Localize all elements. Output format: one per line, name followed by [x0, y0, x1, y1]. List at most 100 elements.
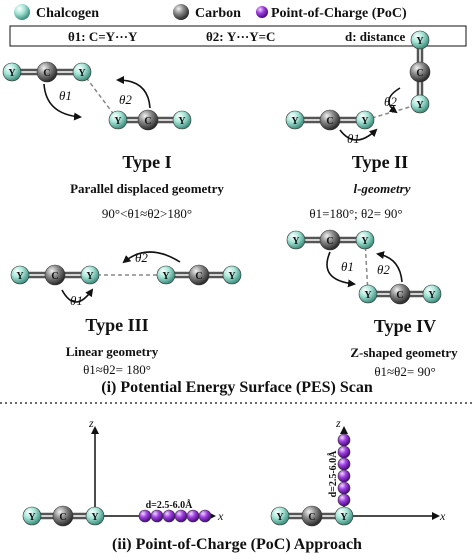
poc-x-point	[174, 509, 188, 523]
poc-label: Point-of-Charge (PoC)	[271, 6, 407, 21]
chalcogen-symbol: Y	[276, 512, 284, 523]
chalcogen-symbol: Y	[91, 512, 99, 523]
type4-geometry: Z-shaped geometry	[350, 345, 458, 360]
type2-title: Type II	[352, 152, 408, 172]
theta2-definition: θ2: Y···Y=C	[206, 29, 275, 44]
chalcogen-symbol: Y	[78, 68, 86, 79]
type1-caption: Type I Parallel displaced geometry 90°<θ…	[70, 152, 224, 221]
carbon-symbol: C	[416, 68, 423, 79]
pes-scan-title: (i) Potential Energy Surface (PES) Scan	[101, 379, 373, 396]
poc-right-carbon-atom: C	[301, 505, 323, 527]
type3-theta2-arrow	[122, 251, 181, 264]
chalcogen-symbol: Y	[114, 116, 122, 127]
poc-z-point	[337, 469, 351, 483]
chalcogen-symbol: Y	[428, 290, 436, 301]
poc-approach-title: (ii) Point-of-Charge (PoC) Approach	[112, 536, 362, 553]
type1-theta1-label: θ1	[59, 88, 72, 103]
type2-theta1-arrow	[339, 128, 378, 141]
carbon-symbol: C	[195, 271, 202, 282]
chalcogen-symbol: Y	[292, 236, 300, 247]
carbon-symbol: C	[43, 68, 50, 79]
chalcogen-symbol: Y	[416, 100, 424, 111]
poc-left-y-2-atom: Y	[85, 506, 105, 526]
type2-theta1-label: θ1	[347, 131, 360, 146]
type3-y-3-atom: Y	[156, 265, 176, 285]
type4-title: Type IV	[374, 316, 436, 336]
type2-y-top-atom: Y	[410, 30, 430, 50]
legend: Chalcogen Carbon Point-of-Charge (PoC) θ…	[9, 4, 467, 47]
chalcogen-label: Chalcogen	[36, 6, 99, 21]
type3-geometry: Linear geometry	[66, 344, 159, 359]
poc-x-point	[138, 509, 152, 523]
carbon-label: Carbon	[195, 6, 241, 21]
type2-carbon-atom: C	[319, 109, 341, 131]
poc-z-point	[337, 493, 351, 507]
type2-geometry: l-geometry	[353, 181, 410, 196]
distance-definition: d: distance	[345, 29, 406, 44]
type2-condition: θ1=180°; θ2= 90°	[309, 206, 402, 221]
carbon-symbol: C	[396, 290, 403, 301]
type1-theta2-label: θ2	[119, 92, 132, 107]
type3-theta1-label: θ1	[70, 293, 83, 308]
definitions-box	[9, 25, 467, 47]
carbon-symbol: C	[308, 512, 315, 523]
type3-condition: θ1≈θ2= 180°	[83, 362, 151, 377]
type4-carbon-2-atom: C	[389, 283, 411, 305]
type3-carbon-1-atom: C	[44, 264, 66, 286]
type2-theta2-label: θ2	[384, 94, 397, 109]
type1-carbon2-atom: C	[137, 109, 159, 131]
type4-carbon-1-atom: C	[319, 229, 341, 251]
left-x-label: x	[217, 509, 224, 523]
poc-left-y-1-atom: Y	[22, 506, 42, 526]
theta1-definition: θ1: C=Y···Y	[68, 29, 138, 44]
chalcogen-symbol: Y	[291, 116, 299, 127]
type1-y-right-atom: Y	[72, 62, 92, 82]
angle-arrows	[43, 76, 403, 303]
type1-theta1-arrow	[43, 83, 82, 121]
right-x-label: x	[439, 509, 446, 523]
chalcogen-symbol: Y	[162, 271, 170, 282]
type1-title: Type I	[122, 152, 171, 172]
type2-y-left-atom: Y	[285, 110, 305, 130]
type3-theta1-arrow	[61, 288, 94, 303]
type2-y-right-atom: Y	[355, 110, 375, 130]
type3-carbon-2-atom: C	[188, 264, 210, 286]
type4-condition: θ1≈θ2= 90°	[374, 364, 435, 379]
carbon-legend-icon	[173, 4, 189, 20]
type2-caption: Type II l-geometry θ1=180°; θ2= 90°	[309, 152, 410, 221]
right-distance-label: d=2.5-6.0Å	[327, 450, 339, 498]
chalcogen-legend-icon	[14, 4, 30, 20]
type4-y-3-atom: Y	[358, 284, 378, 304]
chalcogen-symbol: Y	[361, 116, 369, 127]
carbon-symbol: C	[51, 271, 58, 282]
chalcogen-symbol: Y	[28, 512, 36, 523]
type1-condition: 90°<θ1≈θ2>180°	[102, 206, 192, 221]
chalcogen-symbol: Y	[364, 290, 372, 301]
type4-y-4-atom: Y	[422, 284, 442, 304]
type3-caption: Type III Linear geometry θ1≈θ2= 180°	[66, 315, 159, 377]
left-distance-label: d=2.5-6.0Å	[146, 499, 194, 511]
type3-theta2-label: θ2	[135, 250, 148, 265]
poc-z-point	[337, 445, 351, 459]
type1-carbon-atom: C	[36, 61, 58, 83]
left-z-label: z	[88, 416, 94, 430]
type4-caption: Type IV Z-shaped geometry θ1≈θ2= 90°	[350, 316, 458, 379]
poc-x-point	[162, 509, 176, 523]
type2-theta2-arrow	[388, 87, 401, 114]
type3-title: Type III	[85, 315, 148, 335]
type3-y-2-atom: Y	[80, 265, 100, 285]
poc-x-point	[150, 509, 164, 523]
chalcogen-symbol: Y	[361, 236, 369, 247]
carbon-symbol: C	[144, 116, 151, 127]
poc-x-point	[198, 509, 212, 523]
type3-y-1-atom: Y	[10, 265, 30, 285]
carbon-symbol: C	[59, 512, 66, 523]
type4-y-1-atom: Y	[286, 230, 306, 250]
type4-theta2-arrow	[376, 251, 403, 283]
type1-theta2-arrow	[116, 76, 151, 109]
carbon-symbol: C	[326, 236, 333, 247]
type1-y2-left-atom: Y	[108, 110, 128, 130]
